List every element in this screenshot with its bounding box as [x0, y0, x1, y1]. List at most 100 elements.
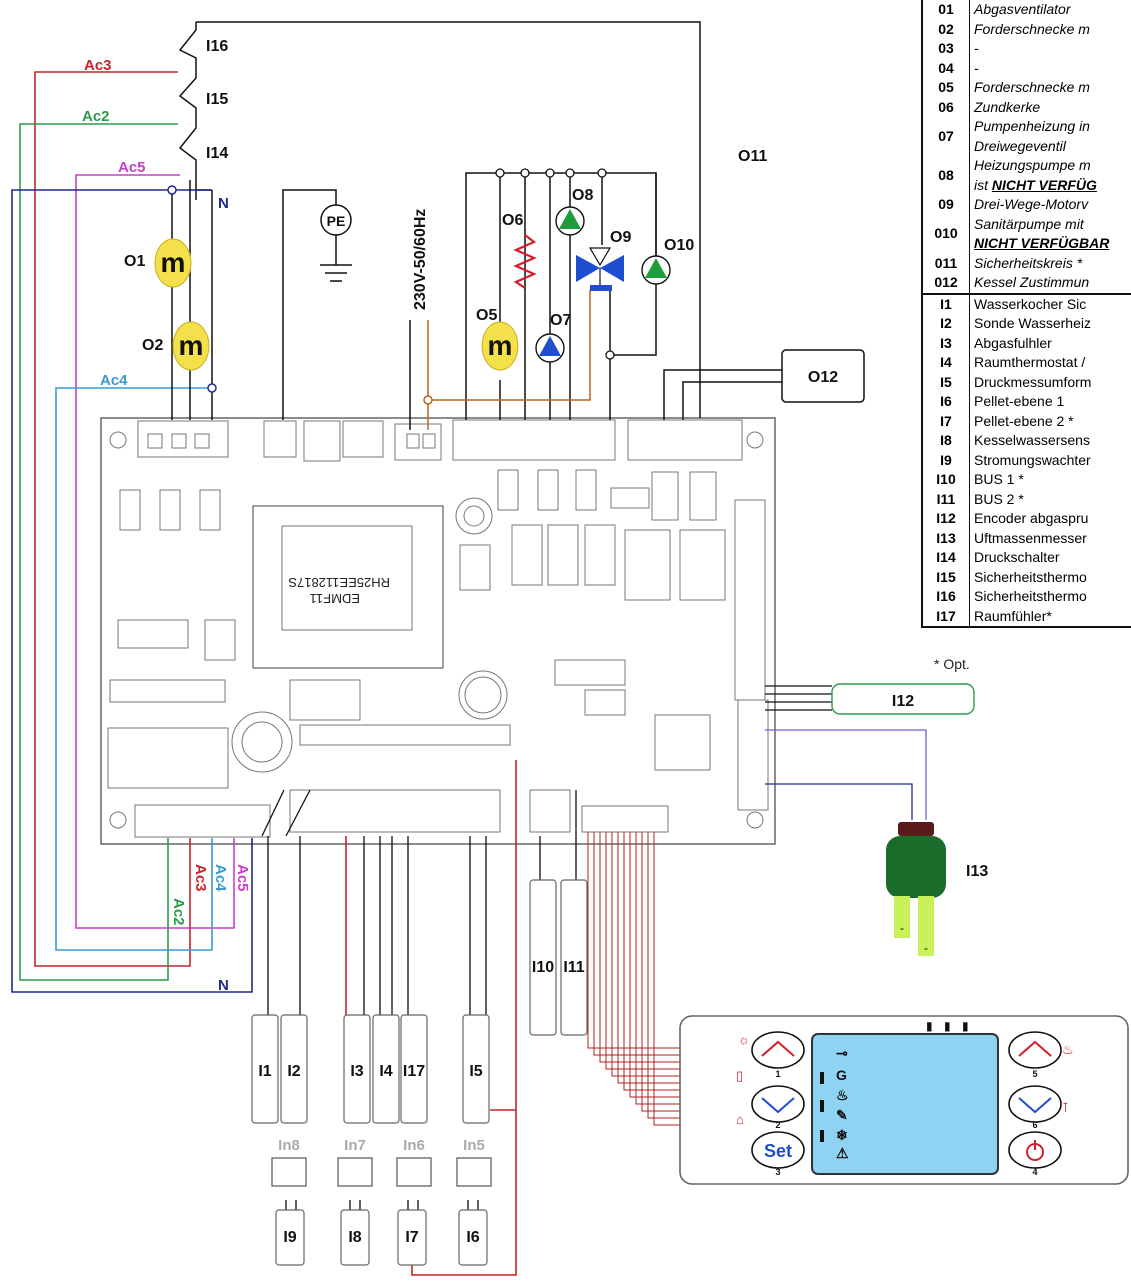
legend-value-text: - [974, 40, 979, 56]
legend-value-text: Raumthermostat / [974, 354, 1086, 370]
label-in7: In7 [344, 1137, 366, 1154]
legend-key: I10 [923, 470, 970, 490]
label-o10: O10 [664, 237, 694, 254]
label-i11: I11 [563, 959, 584, 976]
label-i9: I9 [283, 1229, 296, 1246]
label-i17: I17 [403, 1063, 425, 1080]
legend-key: I13 [923, 528, 970, 548]
pump-o8 [555, 206, 585, 236]
legend-key: 012 [923, 273, 970, 294]
legend-value-text: - [974, 59, 979, 76]
motor-o1-symbol: m [161, 247, 186, 278]
legend-key: 09 [923, 195, 970, 215]
legend-key: I1 [923, 292, 970, 314]
wire-ac3 [34, 71, 191, 967]
label-i12: I12 [892, 693, 914, 710]
motor-wires [171, 180, 213, 420]
legend-row-04: 04- [923, 58, 1131, 79]
sensor-probes [251, 879, 588, 1266]
svg-text:5: 5 [1032, 1069, 1037, 1079]
label-ac5-bottom: Ac5 [234, 864, 251, 892]
svg-text:☼: ☼ [738, 1032, 750, 1047]
legend-value: - [970, 39, 1131, 59]
legend-key: I2 [923, 314, 970, 334]
label-i10: I10 [532, 959, 554, 976]
display-power-button[interactable] [1008, 1131, 1062, 1169]
label-o8: O8 [572, 187, 593, 204]
legend-key: 03 [923, 39, 970, 59]
pe-ground [282, 189, 352, 420]
legend-value-line2: Dreiwegeventil [974, 137, 1066, 154]
display-side-icons: ☼▯⌂♨⊺ [736, 1032, 1074, 1127]
motor-o5: m [481, 321, 519, 371]
label-o1: O1 [124, 253, 145, 270]
legend-value-text: Wasserkocher Sic [974, 295, 1087, 312]
legend-value: Stromungswachter [970, 451, 1131, 471]
label-ac4-bottom: Ac4 [212, 864, 229, 892]
legend-value: Zundkerke [970, 98, 1131, 118]
display-up-left-button[interactable] [751, 1031, 805, 1069]
label-ac5-top: Ac5 [118, 159, 146, 176]
pcb-chip-text: RH25EE112817S [288, 575, 390, 590]
label-o12: O12 [808, 369, 838, 386]
legend-value-text: Uftmassenmesser [974, 529, 1087, 546]
o12-wires [663, 369, 782, 420]
display-down-right-button[interactable] [1008, 1085, 1062, 1123]
legend-key: 06 [923, 97, 970, 117]
legend-value-text: Pellet-ebene 1 [974, 393, 1065, 409]
legend-key: 05 [923, 78, 970, 98]
label-o5: O5 [476, 307, 497, 324]
legend-value: Pellet-ebene 2 * [970, 412, 1131, 432]
display-set-button[interactable]: Set [751, 1131, 805, 1169]
display-down-left-button[interactable] [751, 1085, 805, 1123]
legend-key: I5 [923, 372, 970, 392]
legend-value-emphasis: NICHT VERFÜGBAR [974, 235, 1110, 251]
legend-value-text: Sicherheitsthermo [974, 588, 1087, 604]
legend-value: Kessel Zustimmun [970, 273, 1131, 294]
legend-value-text: Druckschalter [974, 549, 1060, 565]
safety-switch-chain [178, 21, 701, 418]
igniter-o6 [513, 234, 537, 289]
motor-o5-symbol: m [488, 330, 513, 361]
legend-key: I16 [923, 587, 970, 607]
in-connectors [271, 1157, 492, 1187]
pcb-chip-text2: EDMF11 [310, 591, 360, 606]
label-o7: O7 [550, 312, 571, 329]
legend-key: 07 [923, 117, 970, 156]
svg-text:⊸: ⊸ [836, 1045, 848, 1061]
display-up-right-button[interactable] [1008, 1031, 1062, 1069]
legend-value: Forderschnecke m [970, 78, 1131, 98]
legend-key: I12 [923, 509, 970, 529]
label-o11: O11 [738, 148, 767, 165]
legend-value: Kesselwassersens [970, 431, 1131, 451]
o12-box [781, 349, 865, 403]
legend-value: BUS 2 * [970, 490, 1131, 510]
svg-text:⊺: ⊺ [1062, 1100, 1069, 1115]
wire-ac5 [75, 174, 235, 929]
motor-o1: m [154, 238, 192, 288]
svg-text:▯: ▯ [736, 1068, 743, 1083]
svg-text:⚠: ⚠ [836, 1145, 849, 1161]
legend-value-text: Forderschnecke m [974, 79, 1090, 95]
supply-wires [409, 320, 429, 430]
svg-text:✎: ✎ [836, 1107, 848, 1123]
label-neutral-bottom: N [218, 977, 229, 994]
wire-neutral [11, 189, 253, 993]
legend-key: I7 [923, 411, 970, 431]
legend-value: - [970, 59, 1131, 79]
legend-value-text: BUS 1 * [974, 471, 1024, 487]
